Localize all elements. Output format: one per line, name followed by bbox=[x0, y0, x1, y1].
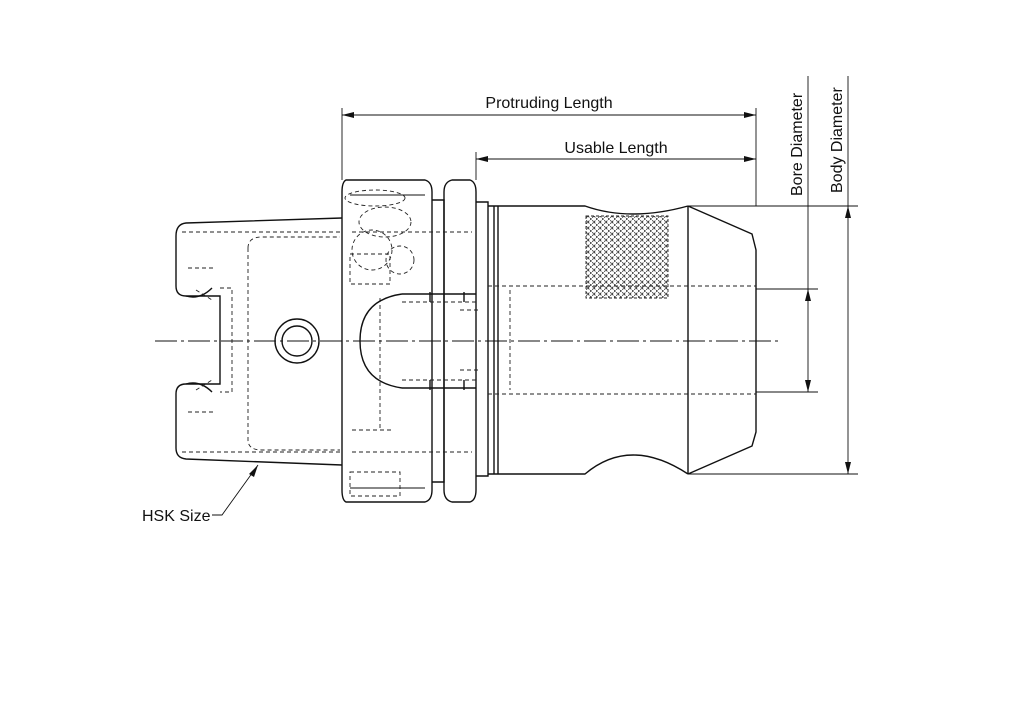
protruding-length-label: Protruding Length bbox=[485, 95, 612, 112]
body-diameter-label: Body Diameter bbox=[829, 87, 846, 193]
usable-length-dimension: Usable Length bbox=[475, 140, 756, 180]
hsk-size-label: HSK Size bbox=[142, 508, 211, 525]
hsk-shank bbox=[175, 217, 343, 466]
usable-length-label: Usable Length bbox=[564, 140, 667, 157]
body-diameter-dimension: Body Diameter bbox=[688, 76, 858, 475]
hsk-size-leader: HSK Size bbox=[142, 464, 259, 525]
protruding-length-dimension: Protruding Length bbox=[341, 95, 757, 206]
bore-diameter-dimension: Bore Diameter bbox=[756, 76, 818, 393]
bore-diameter-label: Bore Diameter bbox=[789, 92, 806, 196]
main-body bbox=[476, 201, 757, 477]
flange bbox=[341, 179, 477, 503]
